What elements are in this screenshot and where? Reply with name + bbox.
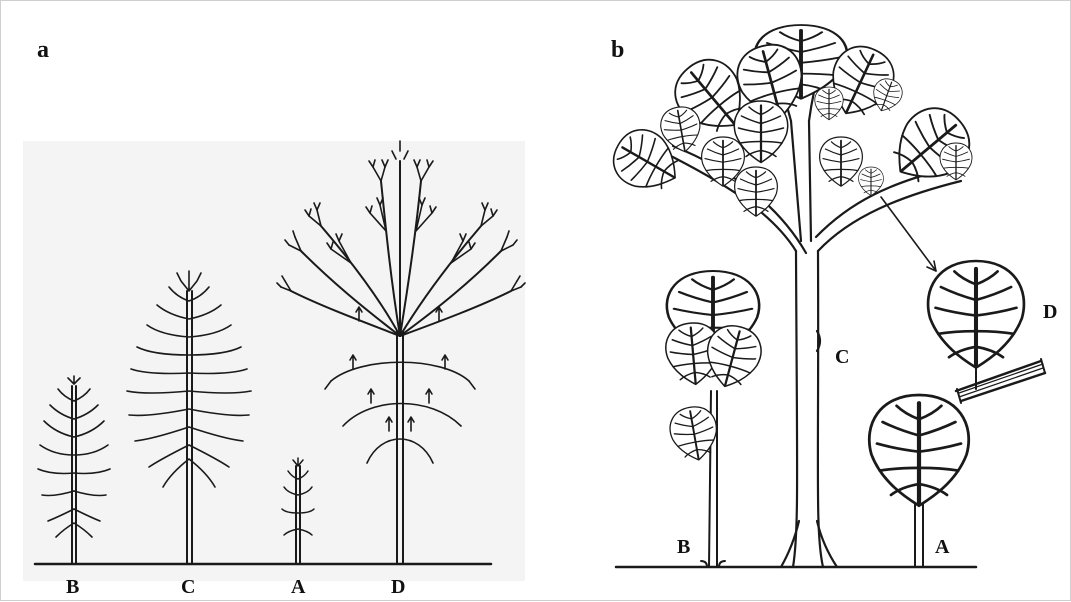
tree-d-sketch — [277, 141, 525, 564]
panel-a-tree-label-d: D — [391, 576, 405, 599]
panel-b: b — [531, 1, 1071, 602]
panel-a-tree-label-b: B — [66, 576, 79, 599]
panel-b-tree-label-b: B — [677, 536, 690, 559]
panel-b-tree-label-a: A — [935, 536, 949, 559]
tree-c-crown-leaves — [604, 25, 982, 216]
panel-a-tree-label-a: A — [291, 576, 305, 599]
panel-b-drawing — [531, 1, 1071, 602]
tree-a-illustration — [869, 395, 968, 567]
tree-a-sketch — [282, 458, 314, 564]
tree-b-illustration — [664, 271, 767, 567]
panel-a: a — [1, 1, 531, 602]
panel-b-tree-label-d: D — [1043, 301, 1057, 324]
panel-a-drawing — [1, 1, 531, 602]
tree-d-detail — [928, 261, 1045, 403]
panel-a-tree-label-c: C — [181, 576, 195, 599]
tree-b-sketch — [38, 376, 110, 564]
tree-c-sketch — [127, 271, 251, 564]
panel-b-tree-label-c: C — [835, 346, 849, 369]
pointer-arrow — [881, 197, 936, 271]
